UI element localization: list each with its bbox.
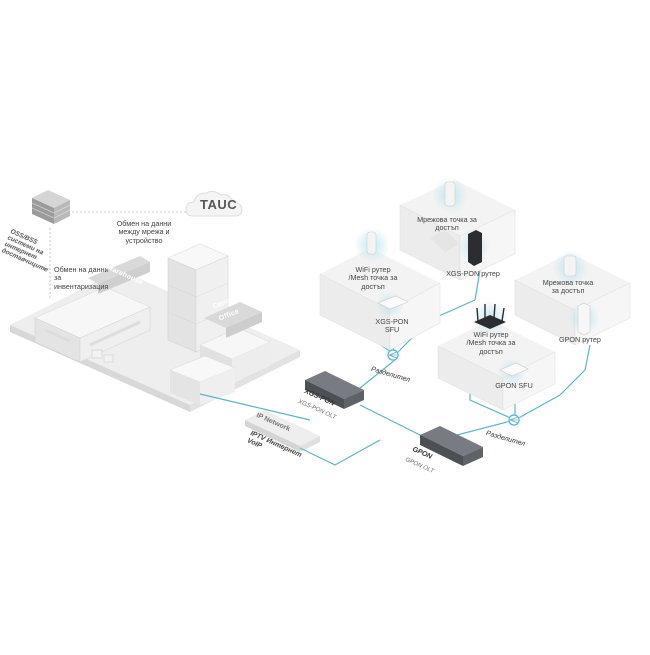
home-gpon-router bbox=[514, 250, 631, 346]
exchange-inventory-label: Обмен на данни за инвентаризация bbox=[54, 265, 109, 291]
tauc-label: TAUC bbox=[200, 197, 238, 212]
splitter-1-icon bbox=[384, 346, 402, 364]
xgs-sfu-label: XGS-PON SFU bbox=[375, 317, 409, 335]
gpon-router-label: GPON рутер bbox=[559, 335, 601, 344]
splitter-2-icon bbox=[505, 411, 523, 429]
exchange-tauc-label: Обмен на данни между мрежа и устройство bbox=[116, 219, 172, 245]
wifi-router-mesh-1-label: WiFi рутер /Mesh точка за достъп bbox=[348, 265, 398, 291]
ip-network-box bbox=[245, 410, 320, 452]
oss-bss-server bbox=[31, 190, 71, 224]
home-wifi-router-1 bbox=[319, 227, 441, 351]
data-links bbox=[49, 211, 186, 300]
cloud-icon bbox=[185, 191, 243, 217]
warehouse-building bbox=[34, 256, 151, 363]
mesh-ap-2-label: Мрежова точка за достъп bbox=[542, 278, 594, 296]
home-wifi-router-2 bbox=[437, 300, 556, 411]
tower-building bbox=[167, 243, 229, 353]
xgs-router-label: XGS-PON рутер bbox=[446, 269, 500, 278]
xgs-pon-olt-device bbox=[305, 371, 364, 409]
wifi-router-mesh-2-label: WiFi рутер /Mesh точка за достъп bbox=[466, 330, 516, 356]
gpon-olt-device bbox=[420, 426, 483, 466]
mesh-ap-1-label: Мрежова точка за достъп bbox=[417, 215, 477, 233]
home-xgs-router bbox=[399, 177, 516, 281]
gpon-sfu-label: GPON SFU bbox=[495, 381, 533, 390]
delivery-boxes bbox=[91, 349, 114, 363]
